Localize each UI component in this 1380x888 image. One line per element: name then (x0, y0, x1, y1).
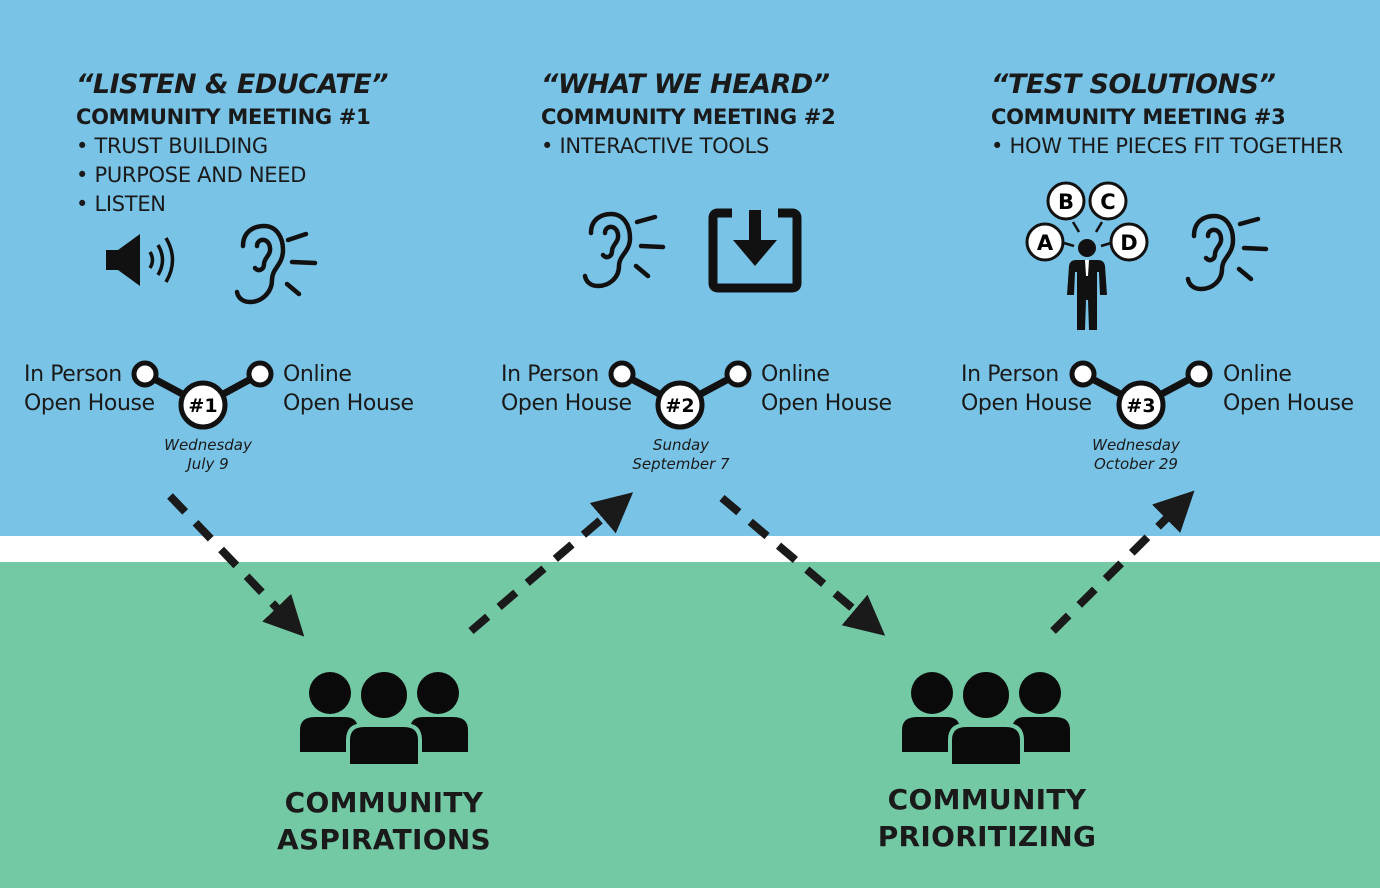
flow-arrow (468, 492, 634, 635)
meeting-1-bullets: TRUST BUILDING PURPOSE AND NEED LISTEN (76, 132, 388, 219)
meeting-2-date: Sunday September 7 (601, 436, 761, 474)
group-aspirations-label: COMMUNITY ASPIRATIONS (234, 784, 534, 858)
meeting-1-bullet: PURPOSE AND NEED (76, 161, 388, 190)
meeting-1: “LISTEN & EDUCATE” COMMUNITY MEETING #1 … (76, 68, 389, 219)
in-person-line: In Person (501, 362, 599, 387)
flow-arrow (1050, 490, 1195, 634)
meeting-3-in-person-label: In Person Open House (961, 360, 1092, 418)
meeting-3: “TEST SOLUTIONS” COMMUNITY MEETING #3 HO… (991, 68, 1343, 161)
ear-icon (582, 211, 666, 289)
flow-arrow (719, 494, 886, 636)
group-line: COMMUNITY (284, 786, 484, 819)
meeting-3-quote: “TEST SOLUTIONS” (991, 69, 1276, 100)
group-prioritizing-label: COMMUNITY PRIORITIZING (837, 781, 1137, 855)
date-weekday: Wednesday (164, 436, 252, 454)
meeting-2-online-label: Online Open House (761, 360, 892, 418)
open-house-line: Open House (961, 391, 1092, 416)
meeting-2-bullets: INTERACTIVE TOOLS (541, 132, 835, 161)
meeting-1-bullet: TRUST BUILDING (76, 132, 388, 161)
option-label: A (1037, 231, 1054, 255)
people-group-icon (902, 668, 1070, 768)
speaker-icon (106, 234, 175, 286)
option-label: D (1120, 231, 1137, 255)
group-line: ASPIRATIONS (276, 823, 492, 856)
open-house-line: Open House (761, 391, 892, 416)
people-group-icon (300, 668, 468, 768)
open-house-line: Open House (501, 391, 632, 416)
meeting-1-date: Wednesday July 9 (128, 436, 288, 474)
date-day: September 7 (632, 455, 730, 473)
ear-icon (234, 223, 318, 305)
open-house-line: Open House (24, 391, 155, 416)
group-line: PRIORITIZING (877, 820, 1097, 853)
meeting-2-bullet: INTERACTIVE TOOLS (541, 132, 835, 161)
date-weekday: Wednesday (1092, 436, 1180, 454)
meeting-1-online-label: Online Open House (283, 360, 414, 418)
date-weekday: Sunday (652, 436, 710, 454)
meeting-3-date: Wednesday October 29 (1056, 436, 1216, 474)
in-person-line: In Person (24, 362, 122, 387)
ear-icon (1185, 213, 1269, 292)
meeting-1-title: COMMUNITY MEETING #1 (76, 105, 371, 129)
meeting-1-node: #1 (131, 360, 274, 430)
meeting-3-node: #3 (1069, 360, 1213, 430)
meeting-2-quote: “WHAT WE HEARD” (541, 69, 830, 100)
date-day: October 29 (1094, 455, 1178, 473)
meeting-1-badge: #1 (188, 395, 217, 417)
online-line: Online (1223, 362, 1292, 387)
flow-arrow (167, 493, 305, 637)
meeting-2-title: COMMUNITY MEETING #2 (541, 105, 836, 129)
open-house-line: Open House (283, 391, 414, 416)
in-person-line: In Person (961, 362, 1059, 387)
meetings-band (0, 0, 1380, 536)
option-label: B (1058, 190, 1074, 214)
meeting-3-online-label: Online Open House (1223, 360, 1354, 418)
meeting-3-badge: #3 (1126, 395, 1155, 417)
meeting-3-bullet: HOW THE PIECES FIT TOGETHER (991, 132, 1343, 161)
open-house-line: Open House (1223, 391, 1354, 416)
person-options-icon: A B C D (1025, 181, 1149, 330)
meeting-3-title: COMMUNITY MEETING #3 (991, 105, 1286, 129)
outcomes-band (0, 562, 1380, 888)
online-line: Online (761, 362, 830, 387)
group-line: COMMUNITY (887, 783, 1087, 816)
meeting-2-node: #2 (608, 360, 752, 430)
meeting-3-bullets: HOW THE PIECES FIT TOGETHER (991, 132, 1343, 161)
meeting-2-badge: #2 (665, 395, 694, 417)
meeting-2-in-person-label: In Person Open House (501, 360, 632, 418)
option-label: C (1100, 190, 1115, 214)
download-icon (708, 208, 802, 293)
date-day: July 9 (187, 455, 229, 473)
online-line: Online (283, 362, 352, 387)
meeting-2: “WHAT WE HEARD” COMMUNITY MEETING #2 INT… (541, 68, 836, 161)
meeting-1-quote: “LISTEN & EDUCATE” (76, 69, 389, 100)
meeting-1-in-person-label: In Person Open House (24, 360, 155, 418)
meeting-1-bullet: LISTEN (76, 190, 388, 219)
